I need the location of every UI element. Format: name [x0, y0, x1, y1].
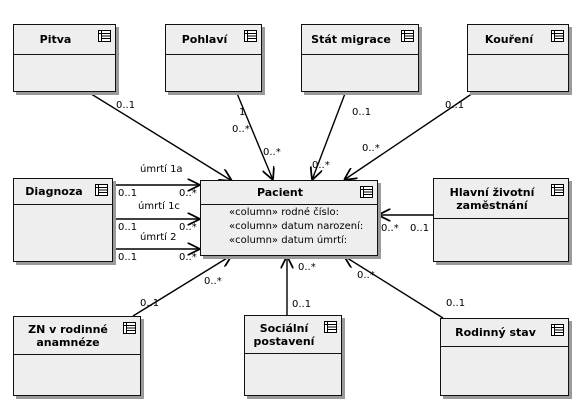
multiplicity-pitva-source: 0..1: [116, 100, 136, 111]
attribute-rodne-cislo: «column» rodné číslo:: [229, 207, 340, 218]
multiplicity-rodinny-target: 0..*: [357, 270, 375, 281]
table-icon: [244, 30, 257, 42]
multiplicity-umrti1c-target: 0..*: [179, 222, 197, 233]
multiplicity-socialni-source: 0..1: [292, 299, 312, 310]
class-stat-migrace[interactable]: Stát migrace: [301, 24, 419, 92]
class-name: Pohlaví: [166, 25, 261, 55]
class-koureni[interactable]: Kouření: [467, 24, 569, 92]
multiplicity-stat-target: 0..*: [312, 160, 330, 171]
table-icon: [551, 30, 564, 42]
class-name: Pitva: [14, 25, 115, 55]
class-pacient[interactable]: Pacient: [200, 180, 378, 256]
table-icon: [551, 324, 564, 336]
assoc-pohlavi-line: [235, 90, 273, 180]
multiplicity-koureni-target: 0..*: [362, 143, 380, 154]
table-icon: [95, 184, 108, 196]
class-name: Rodinný stav: [441, 319, 568, 347]
multiplicity-socialni-target: 0..*: [298, 262, 316, 273]
class-hlavni-zamestnani[interactable]: Hlavní životní zaměstnání: [433, 178, 569, 262]
multiplicity-umrti2-target: 0..*: [179, 252, 197, 263]
class-pohlavi[interactable]: Pohlaví: [165, 24, 262, 92]
role-umrti-2: úmrtí 2: [140, 232, 177, 243]
multiplicity-umrti1a-target: 0..*: [179, 188, 197, 199]
class-pitva[interactable]: Pitva: [13, 24, 116, 92]
class-zn-rodinne-anamneze[interactable]: ZN v rodinné anamnéze: [13, 316, 141, 396]
assoc-zn-line: [132, 255, 232, 317]
multiplicity-umrti1c-source: 0..1: [118, 222, 138, 233]
table-icon: [401, 30, 414, 42]
class-name: Diagnoza: [14, 179, 112, 205]
table-icon: [551, 184, 564, 196]
class-name: Stát migrace: [302, 25, 418, 55]
assoc-pitva-line: [87, 91, 232, 181]
attribute-datum-narozeni: «column» datum narození:: [229, 221, 364, 232]
attribute-datum-umrti: «column» datum úmrtí:: [229, 235, 348, 246]
assoc-stat-line: [312, 90, 347, 180]
class-name: Pacient: [201, 181, 377, 205]
class-name: Kouření: [468, 25, 568, 55]
class-socialni-postaveni[interactable]: Sociální postavení: [244, 315, 342, 396]
class-name: Sociální postavení: [245, 316, 341, 354]
multiplicity-pitva-target: 0..*: [263, 147, 281, 158]
table-icon: [98, 30, 111, 42]
assoc-rodinny-line: [344, 256, 444, 319]
multiplicity-umrti1a-source: 0..1: [118, 188, 138, 199]
role-umrti-1a: úmrtí 1a: [140, 164, 183, 175]
multiplicity-zn-source: 0..1: [140, 298, 160, 309]
multiplicity-pohlavi-source: 1: [239, 107, 246, 118]
multiplicity-koureni-source: 0..1: [445, 100, 465, 111]
pacient-attributes: «column» rodné číslo: «column» datum nar…: [229, 206, 363, 248]
class-name: Hlavní životní zaměstnání: [434, 179, 568, 219]
class-rodinny-stav[interactable]: Rodinný stav: [440, 318, 569, 396]
table-icon: [123, 322, 136, 334]
assoc-koureni-line: [344, 90, 477, 180]
role-umrti-1c: úmrtí 1c: [138, 201, 180, 212]
class-name: ZN v rodinné anamnéze: [14, 317, 140, 355]
table-icon: [360, 186, 373, 198]
multiplicity-hlavni-source: 0..1: [410, 223, 430, 234]
table-icon: [324, 321, 337, 333]
multiplicity-rodinny-source: 0..1: [446, 298, 466, 309]
multiplicity-zn-target: 0..*: [204, 276, 222, 287]
multiplicity-umrti2-source: 0..1: [118, 252, 138, 263]
multiplicity-stat-source: 0..1: [352, 107, 372, 118]
class-diagnoza[interactable]: Diagnoza: [13, 178, 113, 262]
multiplicity-pohlavi-target: 0..*: [232, 124, 250, 135]
multiplicity-hlavni-target: 0..*: [381, 223, 399, 234]
